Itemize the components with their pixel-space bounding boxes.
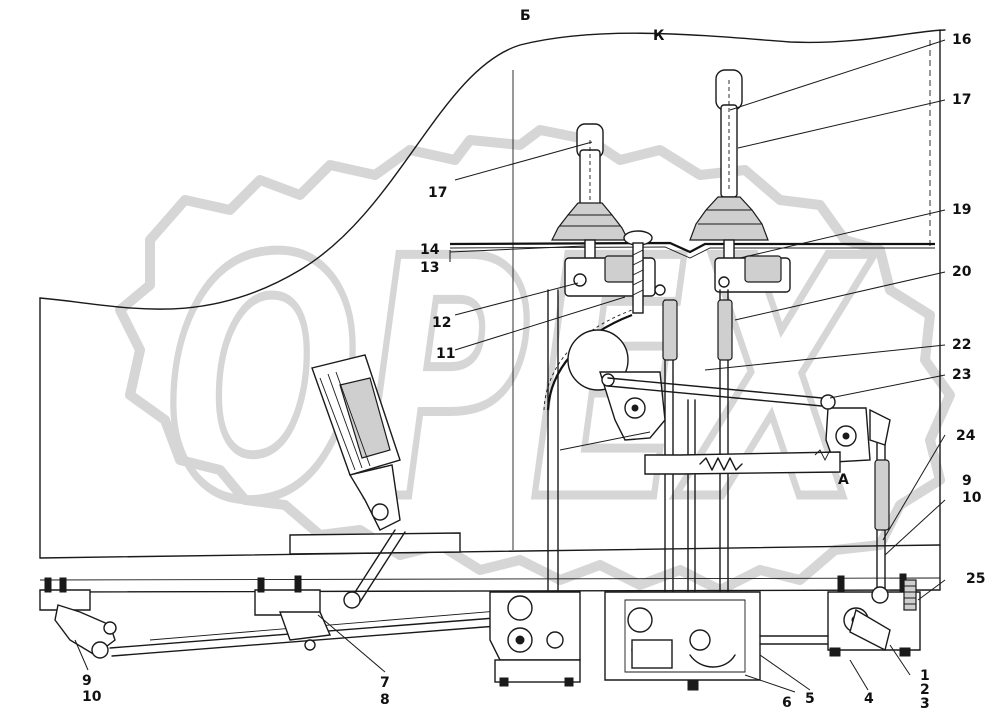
label-section-b: Б (520, 8, 531, 24)
label-section-k: К (653, 28, 665, 44)
label-17-left: 17 (428, 185, 447, 201)
floor-plate-top (39, 544, 941, 559)
floor-plate-line (39, 577, 941, 581)
label-9-left: 9 (82, 673, 92, 689)
label-2: 2 (920, 682, 930, 698)
label-16: 16 (952, 32, 971, 48)
lower-linkage (39, 573, 921, 691)
right-pivot-arm (869, 408, 891, 446)
label-24: 24 (956, 428, 976, 444)
mounting-bolt-shank (632, 242, 644, 314)
label-10-right: 10 (962, 490, 982, 506)
floor-plate-bottom (39, 589, 941, 593)
label-25: 25 (966, 571, 985, 587)
callout-labels: Б К 16 17 17 19 14 13 20 12 22 11 23 24 … (82, 8, 985, 712)
upper-link-rod (607, 377, 823, 399)
left-floor-bracket (39, 589, 91, 611)
right-pin-stack (903, 579, 917, 611)
label-14: 14 (420, 242, 440, 258)
left-valve-box (489, 591, 581, 661)
middle-lever-lower (279, 611, 332, 641)
right-control-lever (689, 69, 769, 271)
cab-structure (39, 29, 946, 593)
label-19: 19 (952, 202, 971, 218)
cab-wall-curve (39, 29, 946, 310)
label-23: 23 (952, 367, 971, 383)
label-6: 6 (782, 695, 792, 711)
watermark-brand: OPEX (165, 189, 875, 573)
label-22: 22 (952, 337, 971, 353)
bellcranks (599, 371, 891, 475)
pedal-rod (349, 529, 396, 601)
label-12: 12 (432, 315, 451, 331)
label-view-a: А (838, 472, 849, 488)
lower-link-bar (644, 451, 841, 475)
turnbuckle-far-right (874, 459, 890, 531)
leader-lines (74, 39, 946, 693)
middle-floor-bracket (254, 589, 321, 616)
label-17-right: 17 (952, 92, 971, 108)
pedal-base-plate (289, 532, 461, 555)
console-top-line (449, 241, 935, 254)
right-valve-cylinder (744, 255, 782, 283)
label-10-left: 10 (82, 689, 102, 705)
label-3: 3 (920, 696, 930, 712)
accelerator-pedal (311, 354, 406, 603)
label-4: 4 (864, 691, 874, 707)
label-7: 7 (380, 675, 390, 691)
label-20: 20 (952, 264, 972, 280)
link-spring (699, 457, 743, 471)
watermark-logo: OPEX (115, 125, 955, 595)
vertical-rods (547, 289, 890, 611)
label-8: 8 (380, 692, 390, 708)
label-13: 13 (420, 260, 439, 276)
right-lever-boot (689, 196, 769, 241)
center-gearbox (604, 591, 761, 681)
label-9-right: 9 (962, 473, 972, 489)
turnbuckle-left (662, 299, 678, 361)
label-1: 1 (920, 668, 930, 684)
label-5: 5 (805, 691, 815, 707)
label-11: 11 (436, 346, 455, 362)
turnbuckle-right (717, 299, 733, 361)
